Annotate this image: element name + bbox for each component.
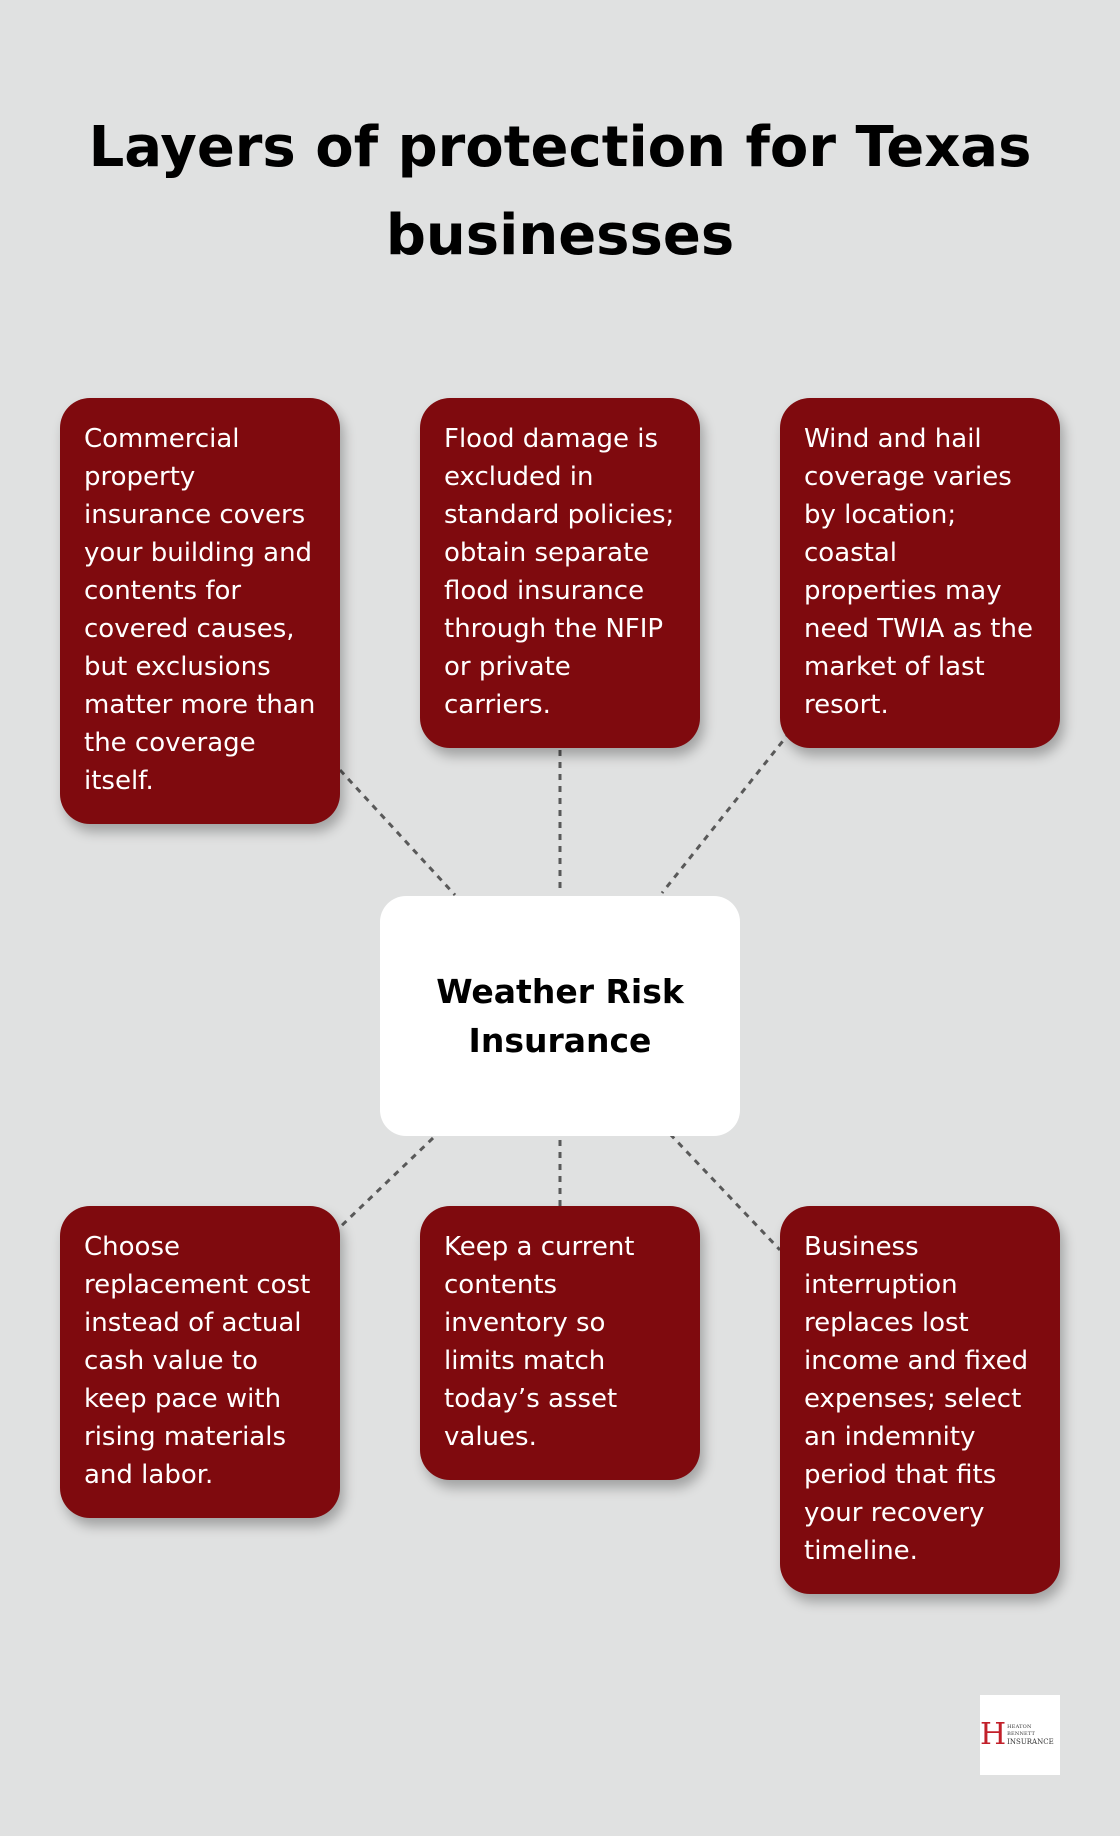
page-title: Layers of protection for Texas businesse…: [88, 115, 1032, 268]
protection-box-wind-hail: Wind and hail coverage varies by locatio…: [780, 398, 1060, 748]
connector-top-left: [338, 768, 457, 897]
protection-box-text: Flood damage is excluded in standard pol…: [444, 424, 675, 720]
logo-top-text: HEATON BENNETT: [1007, 1723, 1036, 1737]
connector-bottom-right: [668, 1132, 782, 1252]
protection-box-text: Wind and hail coverage varies by locatio…: [804, 424, 1033, 720]
protection-box-text: Commercial property insurance covers you…: [84, 424, 316, 796]
protection-box-text: Choose replacement cost instead of actua…: [84, 1232, 311, 1490]
protection-box-business-interruption: Business interruption replaces lost inco…: [780, 1206, 1060, 1594]
protection-box-replacement-cost: Choose replacement cost instead of actua…: [60, 1206, 340, 1518]
company-logo: H HEATON BENNETT INSURANCE: [980, 1695, 1060, 1775]
center-node-label: Weather Risk Insurance: [436, 972, 684, 1060]
center-node: Weather Risk Insurance: [380, 896, 740, 1136]
protection-box-text: Business interruption replaces lost inco…: [804, 1232, 1029, 1566]
protection-box-flood: Flood damage is excluded in standard pol…: [420, 398, 700, 748]
protection-box-text: Keep a current contents inventory so lim…: [444, 1232, 635, 1452]
connector-bottom-left: [335, 1136, 435, 1232]
connector-top-right: [660, 731, 792, 894]
logo-letter: H: [980, 1717, 1007, 1752]
logo-bottom-text: INSURANCE: [1007, 1737, 1054, 1746]
protection-box-property: Commercial property insurance covers you…: [60, 398, 340, 824]
protection-box-contents-inventory: Keep a current contents inventory so lim…: [420, 1206, 700, 1480]
